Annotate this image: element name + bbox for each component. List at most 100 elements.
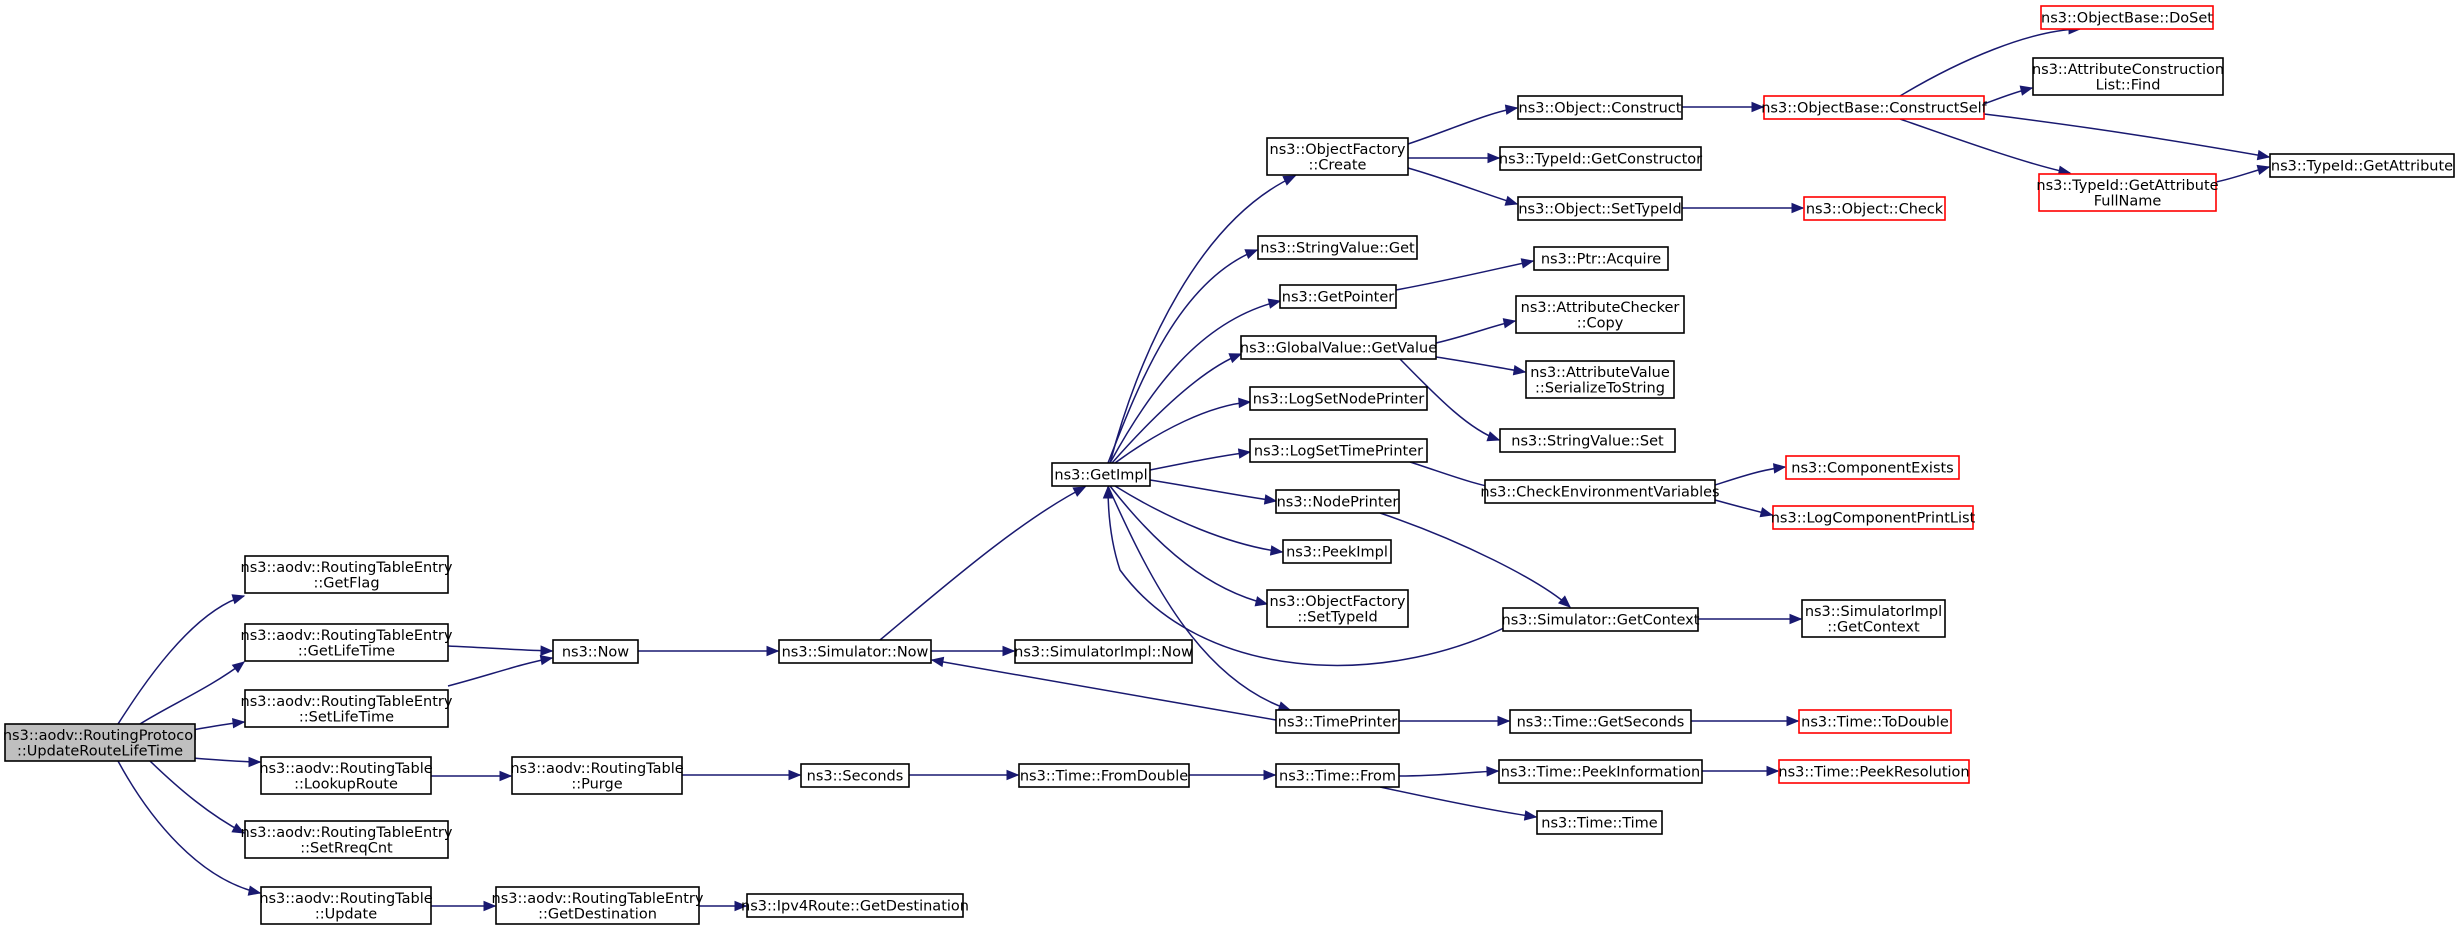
edge-objbconstructself-to-tidgetattr: [1983, 113, 2271, 161]
node-objfsettype[interactable]: ns3::ObjectFactory::SetTypeId: [1266, 589, 1409, 628]
node-box: [244, 623, 449, 662]
edge-line: [1899, 118, 2071, 174]
node-box: [1803, 196, 1946, 221]
edge-arrowhead: [1512, 365, 1527, 376]
node-box: [1014, 639, 1193, 664]
node-label: ns3::Seconds: [807, 769, 904, 785]
node-box: [1772, 505, 1974, 530]
edge-arrowhead: [1237, 448, 1252, 459]
node-box: [2040, 5, 2214, 30]
node-setreqcnt[interactable]: ns3::aodv::RoutingTableEntry::SetRreqCnt: [241, 820, 453, 859]
node-simnow[interactable]: ns3::Simulator::Now: [778, 639, 932, 664]
node-objsettype[interactable]: ns3::Object::SetTypeId: [1517, 196, 1683, 221]
edge-simnow-to-simimplnow: [930, 645, 1016, 657]
edge-line: [1435, 356, 1526, 373]
edge-getimpl-to-logsettime: [1149, 448, 1252, 471]
node-logsetnode[interactable]: ns3::LogSetNodePrinter: [1249, 386, 1428, 411]
node-timefrom[interactable]: ns3::Time::From: [1275, 763, 1400, 788]
edge-arrowhead: [1228, 353, 1243, 364]
node-simgetctx[interactable]: ns3::Simulator::GetContext: [1502, 607, 1700, 632]
node-timetodouble[interactable]: ns3::Time::ToDouble: [1798, 709, 1952, 734]
node-label: ns3::AttributeValue: [1530, 365, 1670, 381]
node-tidgetattr[interactable]: ns3::TypeId::GetAttribute: [2269, 153, 2455, 178]
node-getlifetime[interactable]: ns3::aodv::RoutingTableEntry::GetLifeTim…: [241, 623, 453, 662]
edge-simgetctx-to-simimplgetctx: [1698, 613, 1803, 625]
node-lookuproute[interactable]: ns3::aodv::RoutingTable::LookupRoute: [259, 756, 433, 795]
node-update[interactable]: ns3::aodv::RoutingTable::Update: [259, 886, 433, 925]
node-timepeekres[interactable]: ns3::Time::PeekResolution: [1778, 759, 1970, 784]
node-gvgetvalue[interactable]: ns3::GlobalValue::GetValue: [1240, 335, 1437, 360]
node-box: [1282, 539, 1392, 564]
edge-simgetctx-to-getimpl: [1102, 485, 1511, 667]
node-ptracquire[interactable]: ns3::Ptr::Acquire: [1533, 246, 1669, 271]
node-objbconstructself[interactable]: ns3::ObjectBase::ConstructSelf: [1761, 95, 1988, 120]
node-tidgetctor[interactable]: ns3::TypeId::GetConstructor: [1499, 146, 1702, 171]
node-box: [1240, 335, 1437, 360]
node-strvalget[interactable]: ns3::StringValue::Get: [1257, 235, 1418, 260]
node-objcheck[interactable]: ns3::Object::Check: [1803, 196, 1946, 221]
node-logcompprint[interactable]: ns3::LogComponentPrintList: [1771, 505, 1976, 530]
node-timepeekinfo[interactable]: ns3::Time::PeekInformation: [1498, 759, 1703, 784]
edge-arrowhead: [1791, 202, 1805, 214]
node-objfcreate[interactable]: ns3::ObjectFactory::Create: [1266, 137, 1409, 176]
node-label: ::Create: [1309, 157, 1367, 173]
node-label: ::GetLifeTime: [298, 643, 395, 659]
node-getimpl[interactable]: ns3::GetImpl: [1051, 462, 1151, 487]
node-fromdouble[interactable]: ns3::Time::FromDouble: [1018, 763, 1190, 788]
node-checkenv[interactable]: ns3::CheckEnvironmentVariables: [1480, 479, 1720, 504]
edge-arrowhead: [1282, 175, 1297, 186]
edge-getpointer-to-ptracquire: [1395, 258, 1535, 291]
edge-arrowhead: [1504, 195, 1519, 206]
edge-update-to-getdest: [431, 900, 497, 912]
node-strvalset[interactable]: ns3::StringValue::Set: [1499, 428, 1676, 453]
node-attrcheckcopy[interactable]: ns3::AttributeChecker::Copy: [1515, 295, 1685, 334]
node-getpointer[interactable]: ns3::GetPointer: [1279, 284, 1397, 309]
edge-arrowhead: [1102, 485, 1114, 499]
node-timeprinter[interactable]: ns3::TimePrinter: [1275, 709, 1400, 734]
edge-arrowhead: [539, 654, 554, 666]
edge-arrowhead: [483, 900, 497, 912]
node-timegetsec[interactable]: ns3::Time::GetSeconds: [1509, 709, 1692, 734]
node-getdest[interactable]: ns3::aodv::RoutingTableEntry::GetDestina…: [492, 886, 704, 925]
edge-line: [1379, 786, 1537, 818]
node-label: ::SetLifeTime: [299, 709, 394, 725]
node-nodeprinter[interactable]: ns3::NodePrinter: [1275, 489, 1400, 514]
edge-arrowhead: [930, 656, 945, 668]
node-box: [1249, 438, 1428, 463]
edge-arrowhead: [1789, 613, 1803, 625]
node-purge[interactable]: ns3::aodv::RoutingTable::Purge: [510, 756, 684, 795]
node-box: [1249, 386, 1428, 411]
edge-line: [1398, 770, 1499, 777]
edge-arrowhead: [2256, 149, 2271, 161]
node-peekimpl[interactable]: ns3::PeekImpl: [1282, 539, 1392, 564]
node-setlifetime[interactable]: ns3::aodv::RoutingTableEntry::SetLifeTim…: [241, 689, 453, 728]
node-box: [2032, 57, 2224, 96]
edge-getimpl-to-objfsettype: [1109, 485, 1269, 607]
node-simimplgetctx[interactable]: ns3::SimulatorImpl::GetContext: [1801, 599, 1946, 638]
edge-line: [931, 659, 1277, 721]
edge-arrowhead: [1006, 769, 1020, 781]
node-now[interactable]: ns3::Now: [552, 639, 639, 664]
node-box: [1517, 95, 1683, 120]
node-logsettime[interactable]: ns3::LogSetTimePrinter: [1249, 438, 1428, 463]
node-seconds[interactable]: ns3::Seconds: [800, 763, 910, 788]
node-objbdoset[interactable]: ns3::ObjectBase::DoSet: [2040, 5, 2214, 30]
edge-getdest-to-ipv4dest: [699, 900, 748, 912]
edge-getimpl-to-gvgetvalue: [1111, 353, 1243, 464]
node-label: ns3::Time::FromDouble: [1020, 769, 1188, 785]
node-objconstruct[interactable]: ns3::Object::Construct: [1517, 95, 1683, 120]
node-attrvalser[interactable]: ns3::AttributeValue::SerializeToString: [1525, 360, 1675, 399]
node-box: [260, 756, 432, 795]
edge-line: [1407, 167, 1518, 205]
node-timetime[interactable]: ns3::Time::Time: [1536, 810, 1663, 835]
edge-line: [1379, 512, 1571, 608]
node-box: [511, 756, 683, 795]
edge-seconds-to-fromdouble: [909, 769, 1020, 781]
node-getflag[interactable]: ns3::aodv::RoutingTableEntry::GetFlag: [241, 555, 453, 594]
node-ipv4dest[interactable]: ns3::Ipv4Route::GetDestination: [741, 893, 969, 918]
node-simimplnow[interactable]: ns3::SimulatorImpl::Now: [1014, 639, 1193, 664]
node-compexists[interactable]: ns3::ComponentExists: [1785, 455, 1960, 480]
edge-getimpl-to-objfcreate: [1109, 175, 1297, 464]
